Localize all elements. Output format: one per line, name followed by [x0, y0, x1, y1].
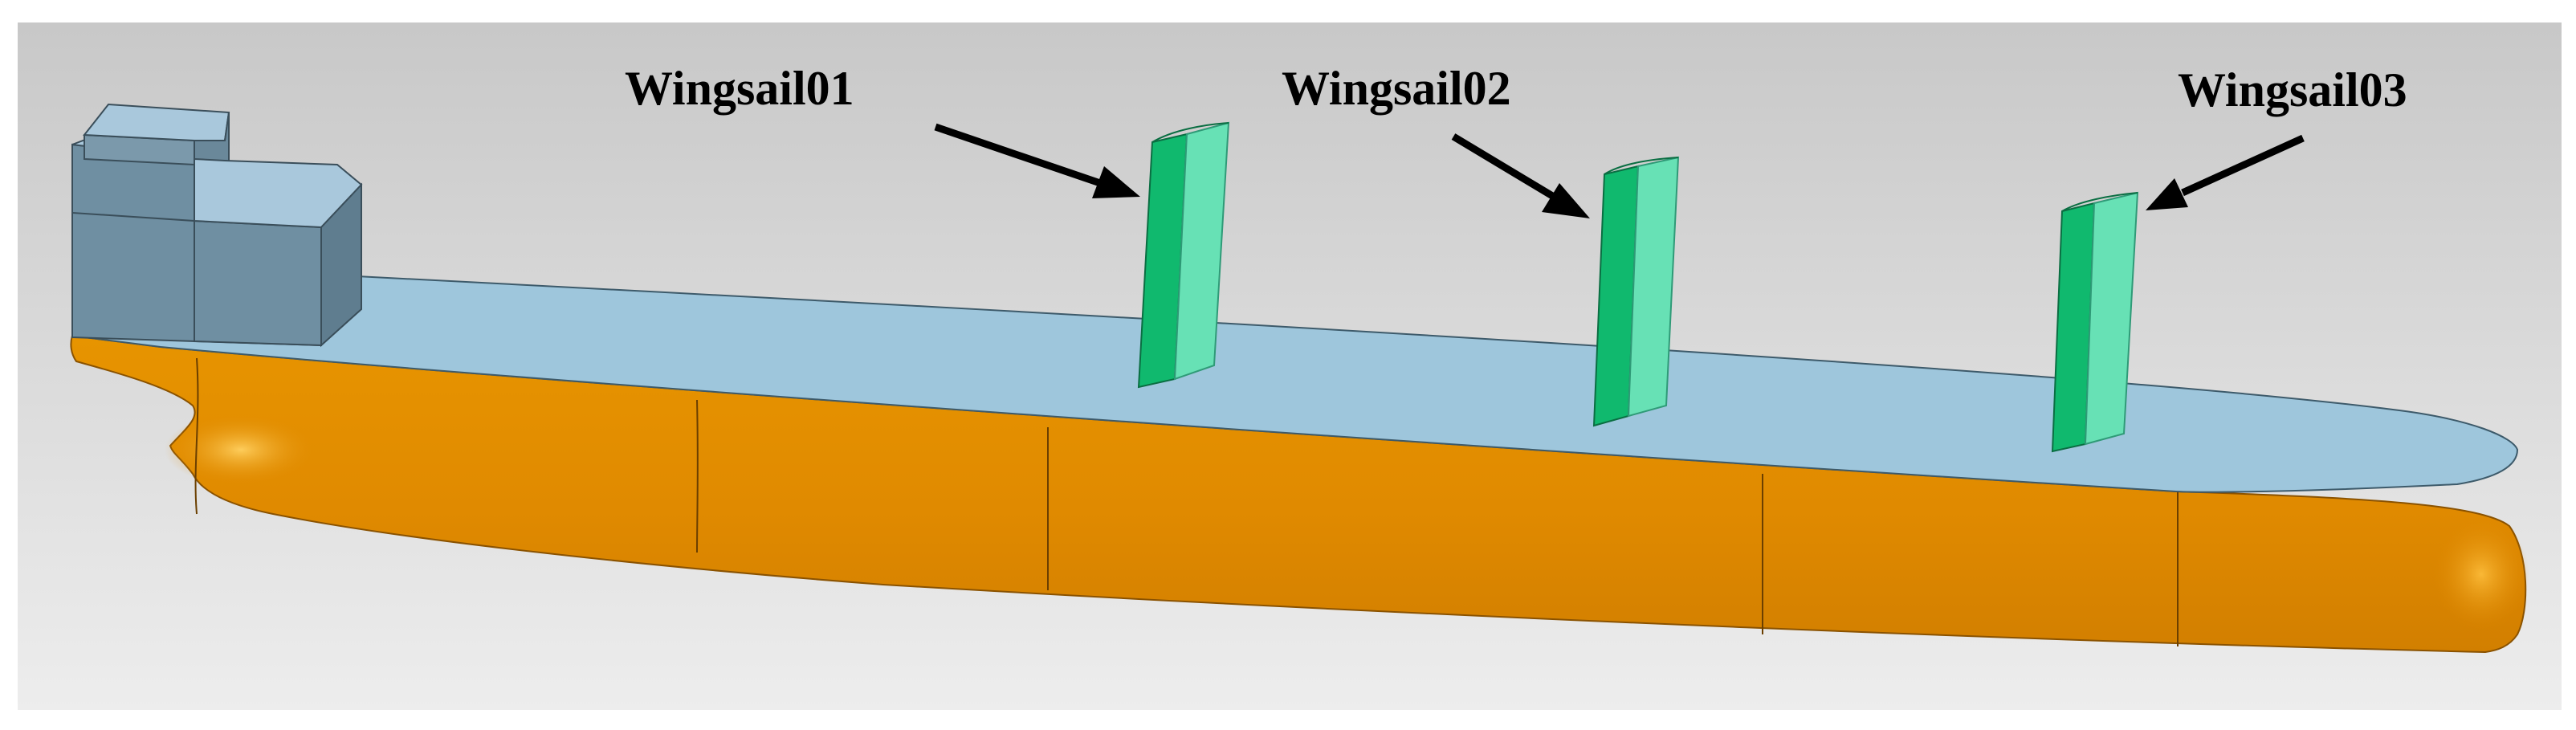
hull-segment-line: [696, 399, 699, 553]
wingsail-01: [1137, 121, 1230, 389]
arrow-01-shaft: [934, 123, 1102, 187]
wingsail-01-top-edge: [1151, 122, 1229, 143]
stern-highlight: [165, 414, 317, 486]
ship-deck: [71, 273, 2519, 493]
bow-highlight: [2433, 518, 2529, 630]
right-block-front: [194, 219, 322, 347]
arrow-03-head: [2146, 178, 2188, 210]
wingsail-03-top-edge: [2061, 192, 2138, 212]
arrow-03-shaft: [2181, 134, 2305, 197]
callout-arrows: [934, 123, 2305, 218]
right-block-side: [320, 182, 362, 348]
arrow-02-shaft: [1451, 133, 1556, 200]
hull-segment-lines: [194, 357, 2179, 646]
wingsail-02-light-face: [1627, 156, 1680, 418]
label-wingsail-02: Wingsail02: [1282, 62, 1511, 115]
arrow-01-head: [1092, 166, 1140, 198]
label-wingsail-01: Wingsail01: [625, 62, 854, 115]
wingsail-02-top-edge: [1604, 157, 1679, 175]
label-wingsail-03: Wingsail03: [2178, 63, 2407, 116]
superstructure: [71, 103, 363, 348]
wingsail-03: [2051, 191, 2139, 453]
wingsail-03-light-face: [2084, 191, 2139, 446]
arrow-02-head: [1542, 183, 1590, 218]
hull-segment-line: [194, 357, 199, 515]
wingsail-01-light-face: [1173, 121, 1230, 381]
wingsail-02: [1592, 156, 1680, 427]
